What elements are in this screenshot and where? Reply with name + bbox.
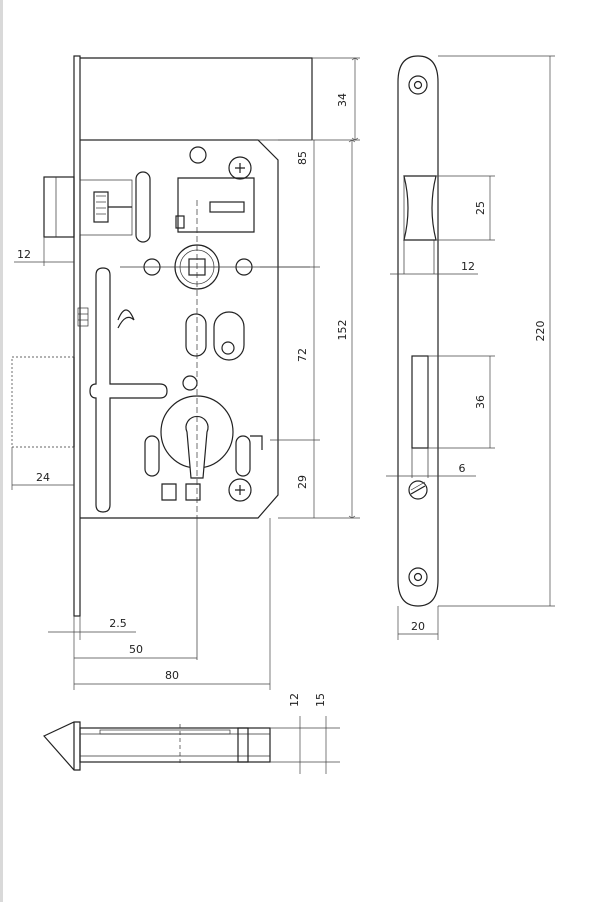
slot-upper — [135, 171, 151, 243]
dim-80: 80 — [165, 669, 179, 682]
dim-2-5: 2.5 — [109, 617, 127, 630]
screw-upper — [228, 156, 252, 180]
bolt-stub — [77, 307, 89, 327]
latch-bolt — [43, 176, 75, 238]
faceplate-screw-bottom — [408, 567, 428, 587]
bottom-section-view: 12 15 — [43, 693, 340, 774]
faceplate-screw-top — [408, 75, 428, 95]
dim-220: 220 — [534, 321, 547, 342]
dim-15-bottom: 15 — [314, 693, 327, 707]
dim-36: 36 — [474, 395, 487, 409]
dim-12-bottom: 12 — [288, 693, 301, 707]
dim-50: 50 — [129, 643, 143, 656]
dim-152: 152 — [336, 320, 349, 341]
dim-12-plate: 12 — [461, 260, 475, 273]
faceplate — [73, 55, 81, 617]
faceplate-view: 220 25 12 36 6 20 — [386, 55, 555, 640]
dim-20: 20 — [411, 620, 425, 633]
faceplate-screw-center — [408, 480, 428, 500]
case-top-outline — [80, 57, 313, 140]
dim-24: 24 — [36, 471, 50, 484]
lever-frame — [177, 177, 255, 233]
lock-body-front-view — [11, 55, 313, 660]
slide-bar — [89, 267, 168, 513]
screw-lower — [228, 478, 252, 502]
latch-opening — [403, 175, 437, 241]
dimension-lines-main: 34 85 72 152 29 12 24 2.5 50 80 — [11, 57, 360, 690]
slot-low-left — [144, 435, 160, 477]
page-edge — [0, 0, 3, 902]
slot-mid-right — [213, 311, 245, 361]
hole-top — [189, 146, 207, 164]
lever-arm — [209, 201, 245, 213]
latch-spring — [93, 191, 109, 223]
dim-29: 29 — [296, 475, 309, 489]
slot-low-right — [235, 435, 251, 477]
dim-12-left: 12 — [17, 248, 31, 261]
dim-34: 34 — [336, 93, 349, 107]
faceplate-outline — [397, 55, 439, 607]
slot-mid-left — [185, 313, 207, 357]
dim-85: 85 — [296, 151, 309, 165]
dim-72: 72 — [296, 348, 309, 362]
hole-mid — [182, 375, 198, 391]
dead-bolt — [11, 356, 75, 448]
cam-piece — [117, 309, 135, 329]
deadbolt-opening — [411, 355, 429, 449]
case-section — [79, 727, 271, 763]
dim-6: 6 — [459, 462, 466, 475]
dim-25: 25 — [474, 201, 487, 215]
